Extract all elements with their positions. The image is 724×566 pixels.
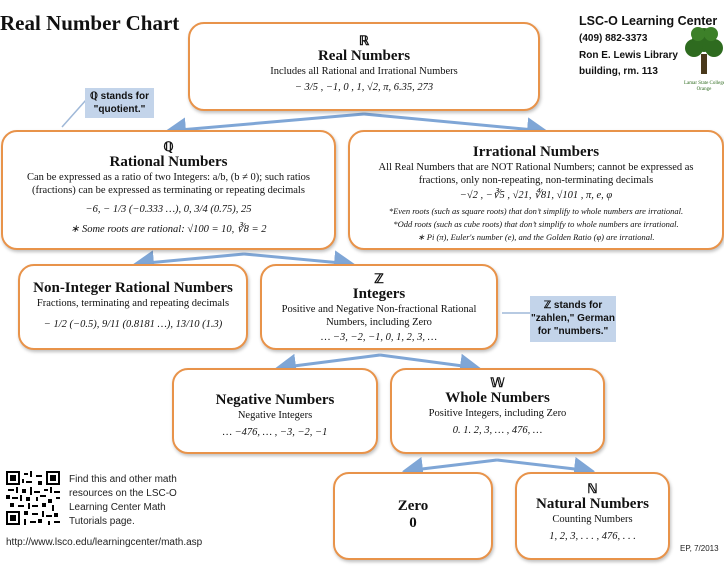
arrow-integers-to-negative — [275, 353, 381, 378]
rational-roots-note: ∗ Some roots are rational: √100 = 10, ∛8… — [70, 224, 267, 235]
integers-examples: … −3, −2, −1, 0, 1, 2, 3, … — [320, 332, 438, 343]
rational-title: Rational Numbers — [109, 154, 228, 170]
find-line3: Learning Center Math — [69, 502, 166, 513]
irrational-note-odd-roots: *Odd roots (such as cube roots) that don… — [393, 219, 679, 229]
zero-title: Zero — [397, 498, 429, 514]
real-description: Includes all Rational and Irrational Num… — [270, 66, 458, 77]
q-callout-line2: "quotient." — [93, 104, 146, 115]
rational-examples: −6, − 1/3 (−0.333 …), 0, 3/4 (0.75), 25 — [85, 204, 252, 215]
real-title: Real Numbers — [317, 48, 411, 64]
center-phone: (409) 882-3373 — [579, 33, 648, 44]
noninteger-description: Fractions, terminating and repeating dec… — [36, 298, 230, 309]
natural-description: Counting Numbers — [552, 514, 633, 525]
zero-box: Zero 0 — [333, 472, 493, 560]
non-integer-rational-box: Non-Integer Rational Numbers Fractions, … — [18, 264, 248, 350]
integers-description-line2: Numbers, including Zero — [326, 317, 432, 328]
find-line2: resources on the LSC-O — [69, 488, 177, 499]
integers-description-line1: Positive and Negative Non-fractional Rat… — [281, 304, 477, 315]
college-logo: Lamar State College Orange — [684, 24, 724, 94]
arrow-whole-to-zero — [402, 456, 498, 481]
rational-description-line2: (fractions) can be expressed as terminat… — [32, 185, 305, 196]
logo-text-line2: Orange — [696, 87, 712, 92]
q-callout-line1: ℚ stands for — [90, 91, 149, 102]
irrational-title: Irrational Numbers — [472, 144, 600, 160]
real-symbol: ℝ — [358, 33, 370, 48]
whole-description: Positive Integers, including Zero — [428, 408, 567, 419]
zero-value: 0 — [409, 515, 417, 531]
irrational-numbers-box: Irrational Numbers All Real Numbers that… — [348, 130, 724, 250]
tree-icon — [685, 27, 723, 74]
center-location-line1: Ron E. Lewis Library — [579, 50, 678, 61]
negative-numbers-box: Negative Numbers Negative Integers … −47… — [172, 368, 378, 454]
rational-symbol: ℚ — [163, 139, 174, 154]
center-location-line2: building, rm. 113 — [579, 66, 658, 77]
real-examples: − 3/5 , −1, 0 , 1, √2, π, 6.35, 273 — [294, 82, 434, 93]
find-line4: Tutorials page. — [69, 516, 135, 527]
whole-symbol: 𝕎 — [490, 375, 505, 390]
negative-examples: … −476, … , −3, −2, −1 — [222, 427, 328, 438]
arrow-real-to-rational — [165, 112, 365, 142]
z-callout-line3: for "numbers." — [537, 326, 609, 337]
resources-url-link[interactable]: http://www.lsco.edu/learningcenter/math.… — [6, 537, 203, 548]
negative-description: Negative Integers — [237, 410, 313, 421]
arrow-whole-to-natural — [496, 457, 595, 481]
irrational-note-even-roots: *Even roots (such as square roots) that … — [388, 206, 684, 216]
rational-description-line1: Can be expressed as a ratio of two Integ… — [26, 172, 311, 183]
author-credit: EP, 7/2013 — [680, 544, 719, 553]
z-callout-line2: "zahlen," German — [531, 313, 615, 324]
arrow-rational-to-noninteger — [133, 250, 245, 275]
find-line1: Find this and other math — [69, 474, 177, 485]
irrational-note-constants: ∗ Pi (π), Euler's number (e), and the Go… — [417, 232, 655, 242]
integers-symbol: ℤ — [374, 271, 384, 286]
whole-examples: 0. 1. 2, 3, … , 476, … — [452, 425, 543, 436]
z-callout-line1: ℤ stands for — [543, 300, 603, 311]
rational-numbers-box: ℚ Rational Numbers Can be expressed as a… — [1, 130, 336, 250]
q-callout-pointer — [61, 99, 87, 128]
logo-text-line1: Lamar State College — [684, 81, 724, 86]
arrow-real-to-irrational — [363, 112, 548, 142]
irrational-description-line1: All Real Numbers that are NOT Rational N… — [378, 162, 694, 173]
whole-numbers-box: 𝕎 Whole Numbers Positive Integers, inclu… — [390, 368, 605, 454]
integers-box: ℤ Integers Positive and Negative Non-fra… — [260, 264, 498, 350]
arrow-integers-to-whole — [379, 353, 481, 378]
noninteger-examples: − 1/2 (−0.5), 9/11 (0.8181 …), 13/10 (1.… — [43, 319, 223, 330]
center-name: LSC-O Learning Center — [579, 14, 718, 28]
q-stands-for-callout: ℚ stands for "quotient." — [85, 88, 154, 118]
z-stands-for-callout: ℤ stands for "zahlen," German for "numbe… — [530, 296, 616, 342]
natural-numbers-box: ℕ Natural Numbers Counting Numbers 1, 2,… — [515, 472, 670, 560]
real-numbers-box: ℝ Real Numbers Includes all Rational and… — [188, 22, 540, 111]
find-resources-text: Find this and other math resources on th… — [69, 473, 177, 529]
natural-title: Natural Numbers — [536, 496, 649, 512]
arrow-rational-to-integers — [243, 250, 355, 275]
whole-title: Whole Numbers — [445, 390, 550, 406]
noninteger-title: Non-Integer Rational Numbers — [33, 280, 233, 296]
natural-examples: 1, 2, 3, . . . , 476, . . . — [549, 531, 636, 542]
integers-title: Integers — [352, 286, 406, 302]
qr-code-icon — [6, 471, 60, 525]
learning-center-info: LSC-O Learning Center (409) 882-3373 Ron… — [579, 12, 717, 80]
irrational-description-line2: fractions, only non-repeating, non-termi… — [418, 175, 654, 186]
page-title: Real Number Chart — [0, 11, 180, 35]
natural-symbol: ℕ — [587, 481, 598, 496]
negative-title: Negative Numbers — [215, 392, 335, 408]
irrational-examples: −√2 , −∛5 , √21, ∜81, √101 , π, e, φ — [459, 190, 613, 201]
